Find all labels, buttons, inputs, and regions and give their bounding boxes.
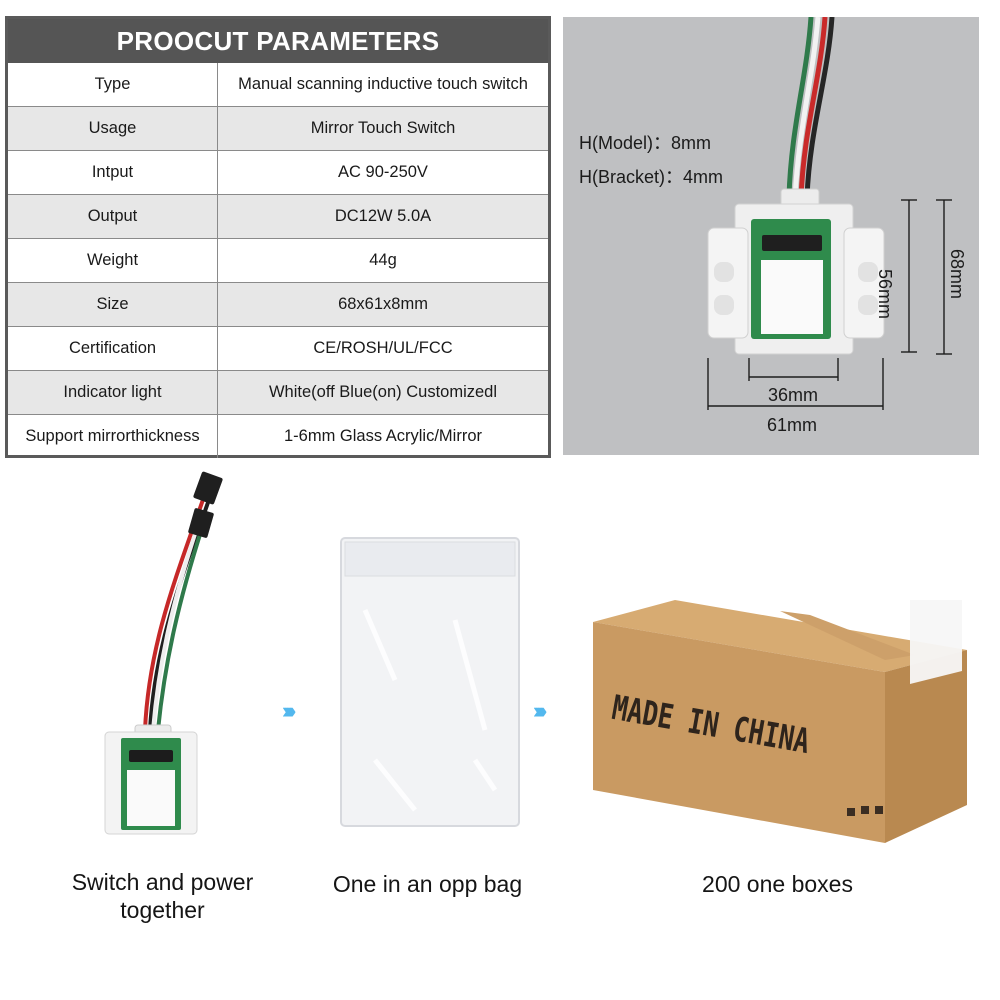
param-label: Support mirrorthickness: [8, 414, 218, 458]
switch-dimension-illustration: [707, 17, 952, 410]
param-label: Intput: [8, 150, 218, 195]
param-value: AC 90-250V: [217, 150, 548, 195]
step-switch-power-caption: Switch and power together: [71, 869, 254, 923]
outer-height-label: 68mm: [947, 249, 967, 300]
param-value: Mirror Touch Switch: [217, 106, 548, 151]
param-label: Certification: [8, 326, 218, 371]
param-value: 1-6mm Glass Acrylic/Mirror: [283, 427, 482, 445]
chevron-right-icon: ››››: [533, 698, 547, 723]
model-height-label: H(Model)：8mm: [579, 133, 712, 153]
param-value: CE/ROSH/UL/FCC: [217, 326, 548, 371]
parameters-table: PROOCUT PARAMETERS Type Manual scanning …: [5, 16, 551, 458]
param-row-certification: Certification CE/ROSH/UL/FCC: [8, 326, 548, 371]
param-row-indicator-light: Indicator light White(off Blue(on) Custo…: [8, 370, 548, 415]
param-value: DC12W 5.0A: [217, 194, 548, 239]
dimension-lines: [707, 199, 952, 410]
param-value: 44g: [217, 238, 548, 283]
parameters-grid: Type Manual scanning inductive touch swi…: [8, 63, 548, 458]
switch-with-power-cable-photo: [104, 471, 223, 835]
carton-box-photo: [593, 600, 967, 843]
param-label: Size: [8, 282, 218, 327]
dimension-photo: H(Model)：8mm H(Bracket)：4mm 56mm 68mm 36…: [563, 17, 979, 455]
step-opp-bag-caption: One in an opp bag: [332, 871, 523, 897]
param-value: White(off Blue(on) Customizedl: [217, 370, 548, 415]
param-row-type: Type Manual scanning inductive touch swi…: [8, 63, 548, 107]
param-row-weight: Weight 44g: [8, 238, 548, 283]
param-label: Indicator light: [8, 370, 218, 415]
param-value: 68x61x8mm: [217, 282, 548, 327]
param-label: Output: [8, 194, 218, 239]
pcb-module-icon: [751, 219, 831, 339]
param-row-input: Intput AC 90-250V: [8, 150, 548, 195]
inner-width-label: 36mm: [768, 385, 819, 405]
cable-bundle: [786, 17, 835, 198]
bracket-height-label: H(Bracket)：4mm: [579, 167, 724, 187]
param-row-output: Output DC12W 5.0A: [8, 194, 548, 239]
param-row-usage: Usage Mirror Touch Switch: [8, 106, 548, 151]
step-box-caption: 200 one boxes: [702, 871, 853, 897]
param-row-mirror-thickness: Support mirrorthickness 1-6mm Glass Acry…: [8, 414, 548, 458]
param-row-size: Size 68x61x8mm: [8, 282, 548, 327]
chevron-right-icon: ››››: [282, 698, 296, 723]
outer-width-label: 61mm: [767, 415, 818, 435]
param-label: Weight: [8, 238, 218, 283]
param-label: Usage: [8, 106, 218, 151]
parameters-title: PROOCUT PARAMETERS: [8, 19, 548, 63]
opp-bag-photo: [340, 537, 520, 827]
param-value: Manual scanning inductive touch switch: [217, 63, 548, 107]
param-label: Type: [8, 63, 218, 107]
inner-height-label: 56mm: [875, 269, 895, 320]
